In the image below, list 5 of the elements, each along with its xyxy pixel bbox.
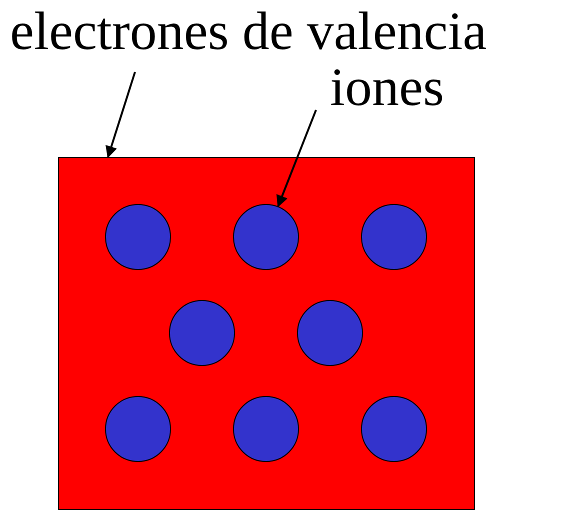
leader-line: [106, 72, 136, 158]
leader-line: [276, 110, 317, 208]
label-text: iones: [330, 60, 444, 114]
label-text: electrones de valencia: [10, 4, 487, 58]
metal-block: [58, 157, 475, 510]
